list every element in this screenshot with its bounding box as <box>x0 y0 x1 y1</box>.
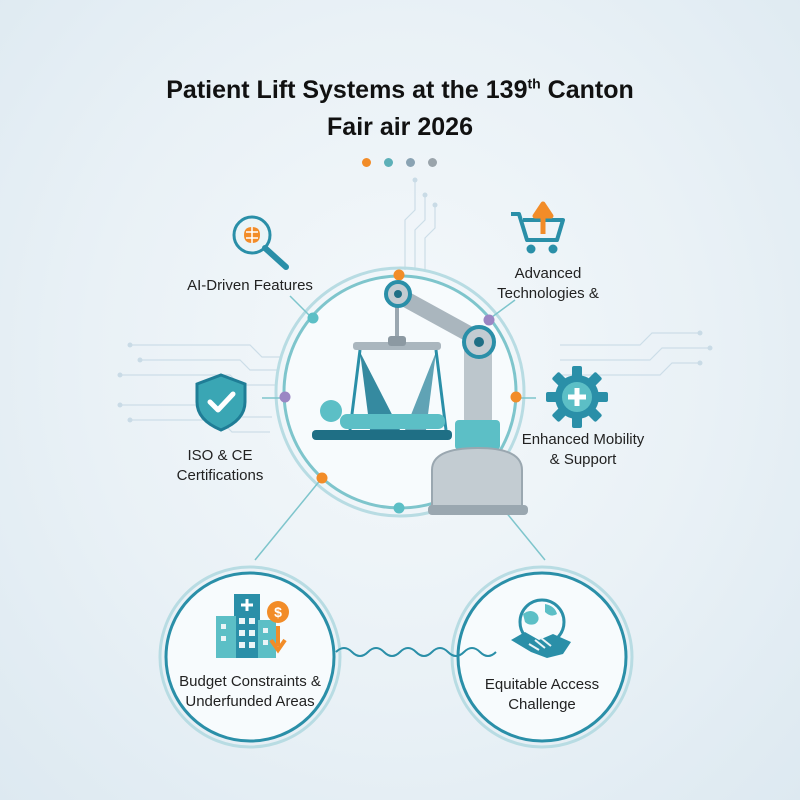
node-top-right <box>483 314 495 326</box>
access-circle-outer <box>450 565 634 749</box>
node-bottom-left <box>316 472 328 484</box>
patient-lift-robot-icon <box>312 280 528 515</box>
pager-dot <box>428 158 437 167</box>
pager-dots <box>362 158 437 167</box>
brain-magnifier-icon <box>232 215 289 270</box>
mobility-label: Enhanced Mobility& Support <box>521 431 645 468</box>
globe-handshake-icon <box>511 598 571 658</box>
center-ring-outer <box>274 266 526 518</box>
pager-dot <box>384 158 393 167</box>
gear-cross-icon <box>546 366 608 428</box>
node-right <box>510 391 522 403</box>
node-bottom <box>393 502 405 514</box>
budget-label: Budget Constraints &Underfunded Areas <box>179 673 321 710</box>
wave-connector <box>335 647 497 657</box>
page-title: Patient Lift Systems at the 139th Canton… <box>166 75 634 141</box>
cart-upload-icon <box>511 201 565 254</box>
budget-circle-outer <box>158 565 342 749</box>
ai-features-label: AI-Driven Features <box>187 277 313 294</box>
node-left <box>279 391 291 403</box>
access-circle-inner <box>456 571 628 743</box>
node-top-left <box>307 312 319 324</box>
pager-dot <box>406 158 415 167</box>
svg-text:$: $ <box>274 604 282 620</box>
shield-check-icon <box>195 373 247 432</box>
hospital-dollar-icon: $ <box>216 594 289 658</box>
pager-dot <box>362 158 371 167</box>
node-top <box>393 269 405 281</box>
